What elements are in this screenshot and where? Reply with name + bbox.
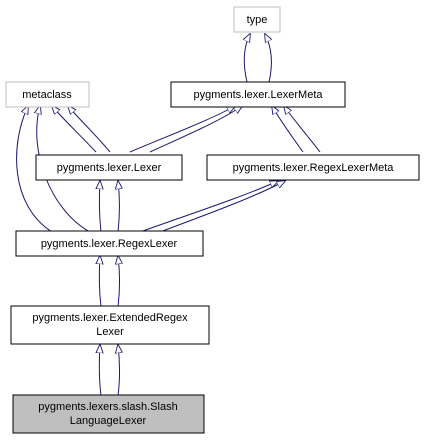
edges <box>16 34 321 397</box>
edge-extended-regexlexer-a <box>99 256 101 308</box>
edge-lexer-metaclass-a <box>52 106 97 153</box>
node-regex-lexer-meta-label: pygments.lexer.RegexLexerMeta <box>233 162 395 174</box>
edge-lexer-lexermeta-b <box>149 106 242 153</box>
node-metaclass[interactable]: metaclass <box>5 81 90 108</box>
node-extended-regex-lexer-line2: Lexer <box>96 326 124 338</box>
node-slash-language-lexer-line2: LanguageLexer <box>70 415 147 427</box>
node-slash-language-lexer-line1: pygments.lexers.slash.Slash <box>38 401 177 413</box>
node-regex-lexer-meta[interactable]: pygments.lexer.RegexLexerMeta <box>206 154 420 181</box>
edge-lexermeta-type-a <box>244 34 250 83</box>
node-type-label: type <box>247 14 268 26</box>
node-type[interactable]: type <box>233 6 281 33</box>
edge-lexer-metaclass-b <box>68 106 111 153</box>
node-slash-language-lexer[interactable]: pygments.lexers.slash.Slash LanguageLexe… <box>12 394 205 434</box>
node-lexer-label: pygments.lexer.Lexer <box>57 162 162 174</box>
edge-regexlexer-lexer-a <box>99 181 101 233</box>
edge-extended-regexlexer-b <box>118 256 120 308</box>
edge-lexermeta-type-b <box>265 34 271 83</box>
node-lexer-meta[interactable]: pygments.lexer.LexerMeta <box>170 81 346 108</box>
edge-slash-extended-a <box>99 345 101 397</box>
edge-regexlexer-regexlexermeta-b <box>159 181 285 233</box>
node-regex-lexer-label: pygments.lexer.RegexLexer <box>41 238 178 250</box>
edge-regexlexer-regexlexermeta-a <box>139 181 278 233</box>
node-lexer-meta-label: pygments.lexer.LexerMeta <box>193 89 323 101</box>
edge-regexlexer-metaclass-a <box>16 106 53 233</box>
edge-lexer-lexermeta-a <box>129 106 235 153</box>
node-extended-regex-lexer-line1: pygments.lexer.ExtendedRegex <box>32 312 188 324</box>
node-regex-lexer[interactable]: pygments.lexer.RegexLexer <box>15 230 204 257</box>
edge-regexlexermeta-lexermeta-a <box>272 106 304 153</box>
edge-regexlexer-lexer-b <box>118 181 120 233</box>
node-lexer[interactable]: pygments.lexer.Lexer <box>35 154 183 181</box>
node-extended-regex-lexer[interactable]: pygments.lexer.ExtendedRegex Lexer <box>10 305 210 345</box>
node-metaclass-label: metaclass <box>22 89 72 101</box>
edge-slash-extended-b <box>118 345 120 397</box>
edge-regexlexermeta-lexermeta-b <box>284 106 321 153</box>
